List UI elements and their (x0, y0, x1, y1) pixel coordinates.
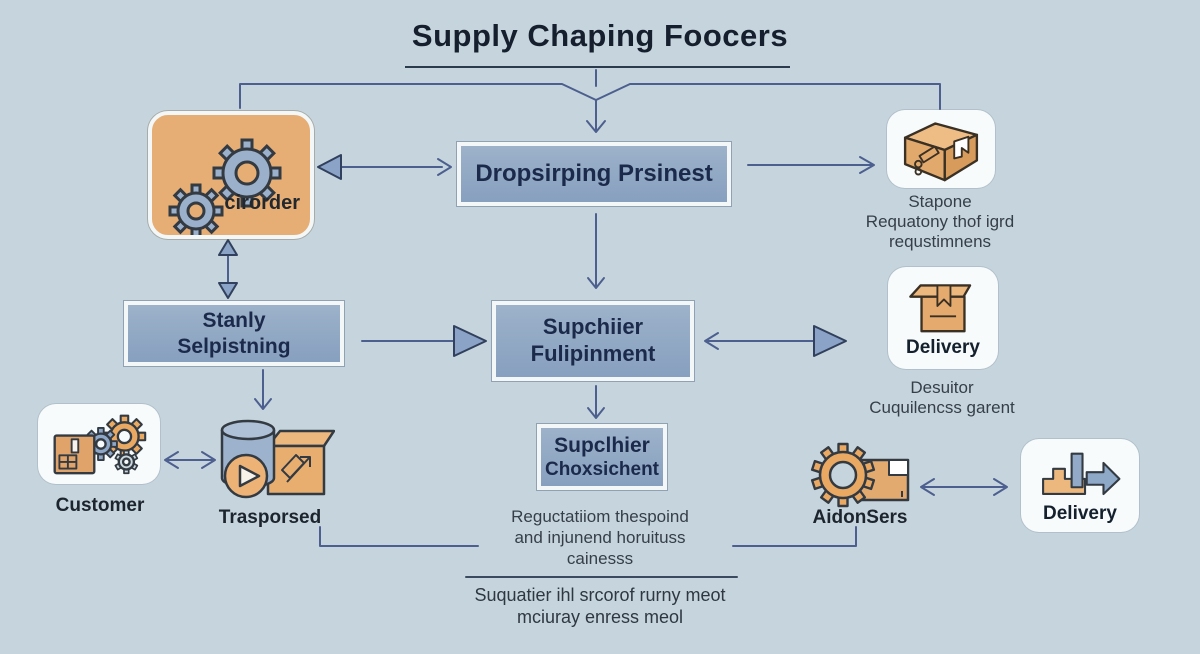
arrowhead-down-transport (254, 398, 272, 410)
vendors-icon (810, 442, 910, 508)
node-order: cirorder (148, 111, 314, 239)
center-note: Reguctatiiom thespoind and injunend horu… (450, 506, 750, 569)
arrowhead-left-order (317, 154, 342, 180)
arrowhead-right-transport (201, 451, 216, 469)
node-shipment: Supclhier Choxsichent (537, 424, 667, 490)
node-delivery-mid: Delivery (888, 267, 998, 369)
node-delivery-bottom: Delivery (1021, 439, 1139, 532)
transport-icon (220, 419, 335, 499)
fulfillment-line1: Supchiier (542, 314, 644, 340)
node-storage (887, 110, 995, 188)
node-customer (38, 404, 160, 484)
arrowhead-down-fulfillment (587, 277, 605, 289)
node-planning: Stanly Selpistning (124, 301, 344, 366)
arrowhead-down-process (586, 120, 606, 133)
bottom-note-line1: Suquatier ihl srcorof rurny meot (474, 585, 726, 605)
arrowhead-right-storage (859, 156, 875, 174)
center-note-line2: and injunend horuituss (514, 528, 686, 547)
arrowhead-left-fulfillment (704, 332, 719, 350)
delivery-mid-caption: Desuitor Cuquilencss garent (842, 378, 1042, 418)
delivery-mid-caption-line2: Cuquilencss garent (869, 398, 1015, 417)
vendors-label: AidonSers (812, 507, 908, 528)
fulfillment-line2: Fulipinment (530, 341, 656, 366)
arrowhead-up-order (218, 239, 238, 256)
storage-caption-line1: Stapone (908, 192, 972, 211)
transport-label: Trasporsed (218, 507, 322, 528)
arrowhead-left-vendors (920, 478, 935, 496)
storage-caption: Stapone Requatony thof igrd requstimnens (840, 192, 1040, 252)
storage-caption-line3: requstimnens (888, 232, 992, 251)
page-title: Supply Chaping Foocers (411, 18, 789, 53)
planning-line2: Selpistning (177, 334, 291, 358)
arrowhead-right-fulfillment (453, 325, 487, 357)
order-label: cirorder (224, 192, 300, 214)
vendors-note-connector (732, 526, 857, 547)
arrowhead-left-customer (164, 451, 179, 469)
bottom-note: Suquatier ihl srcorof rurny meot mciuray… (430, 584, 770, 628)
top-connector-right (595, 83, 941, 117)
ribbon-box-icon (909, 283, 972, 332)
customer-box-gears-icon (53, 414, 147, 475)
arrowhead-down-planning (218, 282, 238, 299)
node-process: Dropsirping Prsinest (457, 142, 731, 206)
arrowhead-right-delivery (813, 325, 847, 357)
package-box-icon (903, 122, 979, 182)
gears-icon (168, 138, 282, 235)
center-note-line3: cainesss (566, 549, 634, 568)
transport-note-connector (319, 526, 479, 547)
process-label: Dropsirping Prsinest (475, 160, 713, 188)
customer-label: Customer (55, 495, 145, 516)
storage-caption-line2: Requatony thof igrd (865, 212, 1015, 231)
delivery-mid-label: Delivery (906, 336, 980, 358)
top-connector-left (239, 83, 597, 109)
center-note-line1: Reguctatiiom thespoind (511, 507, 689, 526)
conveyor-arrow-icon (1042, 452, 1121, 495)
delivery-bottom-label: Delivery (1043, 502, 1117, 524)
shipment-line1: Supclhier (554, 433, 650, 457)
title-underline (405, 66, 790, 68)
arrowhead-right-delivery-bot (993, 478, 1008, 496)
arrowhead-right-process (437, 158, 452, 176)
planning-line1: Stanly (202, 308, 266, 332)
shipment-line2: Choxsichent (544, 459, 660, 481)
bottom-note-line2: mciuray enress meol (516, 607, 684, 627)
node-fulfillment: Supchiier Fulipinment (492, 301, 694, 381)
arrowhead-down-shipment (587, 407, 605, 419)
delivery-mid-caption-line1: Desuitor (910, 378, 974, 397)
